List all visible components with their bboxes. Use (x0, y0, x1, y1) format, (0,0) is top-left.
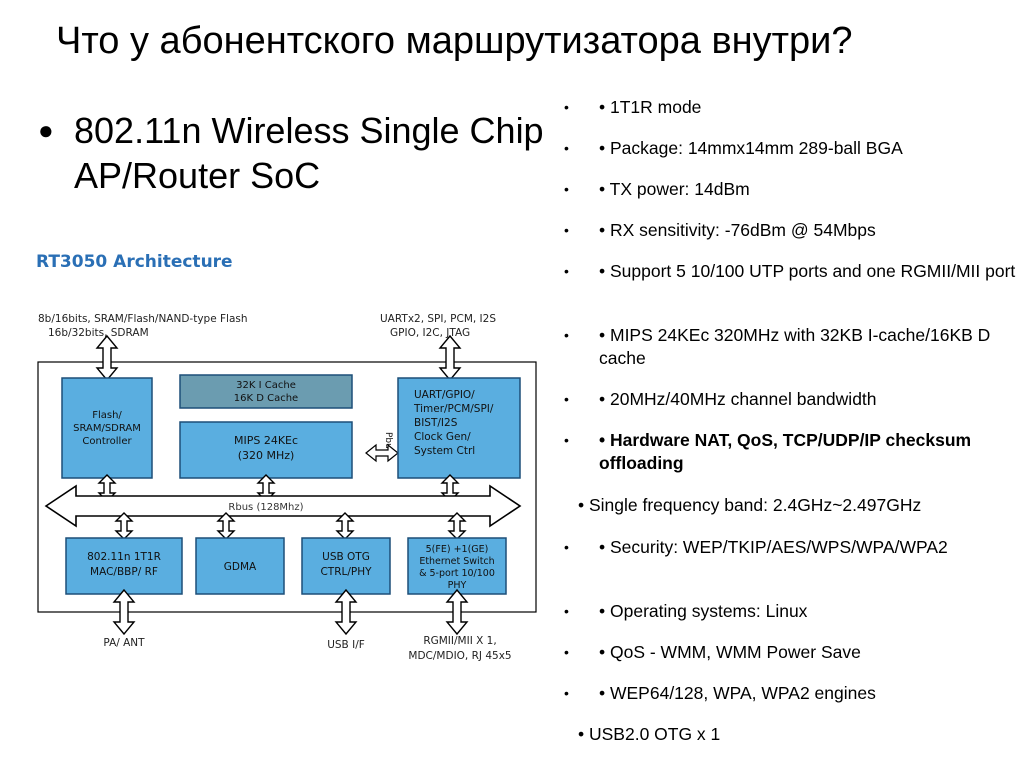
cpu-block (179, 421, 353, 479)
feature-text: • USB2.0 OTG x 1 (578, 724, 721, 744)
eth-label-3: & 5-port 10/100 (419, 568, 495, 579)
feature-bullet: • (564, 603, 569, 619)
feature-bullet: • (564, 222, 569, 238)
usb-block (301, 537, 391, 595)
uart-label-4: Clock Gen/ (414, 431, 471, 443)
gdma-block (195, 537, 285, 595)
feature-text: • Support 5 10/100 UTP ports and one RGM… (599, 261, 1016, 281)
rbus-arrow (44, 484, 522, 528)
cpu-label-1: MIPS 24KEc (234, 434, 298, 447)
cache-block (179, 374, 353, 409)
uart-label-5: System Ctrl (414, 445, 475, 457)
feature-bullet: • (564, 327, 569, 343)
eth-label-4: PHY (448, 580, 467, 591)
wifi-label-1: 802.11n 1T1R (87, 551, 161, 563)
uart-label-2: Timer/PCM/SPI/ (413, 403, 494, 415)
flash-label-1: Flash/ (92, 410, 122, 421)
bottom-usb-label: USB I/F (327, 639, 365, 651)
pbus-label: Pbus (383, 432, 393, 454)
diagram-heading: RT3050 Architecture (36, 252, 233, 272)
rt3050-architecture-diagram: RT3050 Architecture 8b/16bits, SRAM/Flas… (0, 240, 548, 680)
top-left-label-1: 8b/16bits, SRAM/Flash/NAND-type Flash (38, 313, 248, 325)
cpu-label-2: (320 MHz) (238, 449, 295, 462)
wifi-block (65, 537, 183, 595)
rbus-label: Rbus (128Mhz) (228, 502, 303, 513)
feature-text: • MIPS 24KEc 320MHz with 32KB I-cache/16… (599, 325, 991, 368)
main-bullet-text: 802.11n Wireless Single Chip AP/Router S… (74, 110, 544, 196)
feature-text: • WEP64/128, WPA, WPA2 engines (599, 683, 876, 703)
feature-bullet: • (564, 263, 569, 279)
feature-text: • QoS - WMM, WMM Power Save (599, 642, 861, 662)
bottom-rgmii-label-1: RGMII/MII X 1, (423, 635, 496, 647)
feature-text: • Security: WEP/TKIP/AES/WPS/WPA/WPA2 (599, 537, 948, 557)
feature-text: • Operating systems: Linux (599, 601, 808, 621)
feature-text: • Hardware NAT, QoS, TCP/UDP/IP checksum… (599, 430, 972, 473)
top-right-label-1: UARTx2, SPI, PCM, I2S (380, 313, 496, 325)
top-left-label-2: 16b/32bits, SDRAM (48, 327, 149, 339)
flash-label-2: SRAM/SDRAM (73, 423, 141, 434)
feature-bullet: • (564, 99, 569, 115)
feature-text: • 1T1R mode (599, 97, 702, 117)
usb-label-1: USB OTG (322, 551, 370, 563)
eth-label-2: Ethernet Switch (419, 556, 494, 567)
feature-text: • 20MHz/40MHz channel bandwidth (599, 389, 877, 409)
uart-block (397, 377, 521, 479)
wifi-label-2: MAC/BBP/ RF (90, 566, 158, 578)
feature-bullet: • (564, 391, 569, 407)
uart-label-1: UART/GPIO/ (414, 389, 475, 401)
feature-bullet: • (564, 644, 569, 660)
feature-text: • Single frequency band: 2.4GHz~2.497GHz (578, 495, 922, 515)
usb-label-2: CTRL/PHY (320, 566, 372, 578)
cache-label-1: 32K I Cache (236, 380, 296, 391)
bottom-pa-label: PA/ ANT (103, 637, 145, 649)
bottom-rgmii-label-2: MDC/MDIO, RJ 45x5 (408, 650, 511, 662)
flash-label-3: Controller (82, 436, 132, 447)
bullet-dot: ● (38, 115, 54, 145)
cache-label-2: 16K D Cache (234, 393, 298, 404)
feature-text: • Package: 14mmx14mm 289-ball BGA (599, 138, 903, 158)
feature-text: • RX sensitivity: -76dBm @ 54Mbps (599, 220, 876, 240)
slide-title: Что у абонентского маршрутизатора внутри… (56, 20, 853, 62)
feature-bullet: • (564, 432, 569, 448)
feature-bullet: • (564, 140, 569, 156)
feature-bullet: • (564, 685, 569, 701)
feature-text: • TX power: 14dBm (599, 179, 750, 199)
top-right-label-2: GPIO, I2C, JTAG (390, 327, 470, 339)
uart-label-3: BIST/I2S (414, 417, 458, 429)
flash-controller-block (61, 377, 153, 479)
gdma-label: GDMA (224, 561, 257, 573)
feature-bullet: • (564, 539, 569, 555)
eth-label-1: 5(FE) +1(GE) (426, 544, 489, 555)
feature-bullet: • (564, 181, 569, 197)
